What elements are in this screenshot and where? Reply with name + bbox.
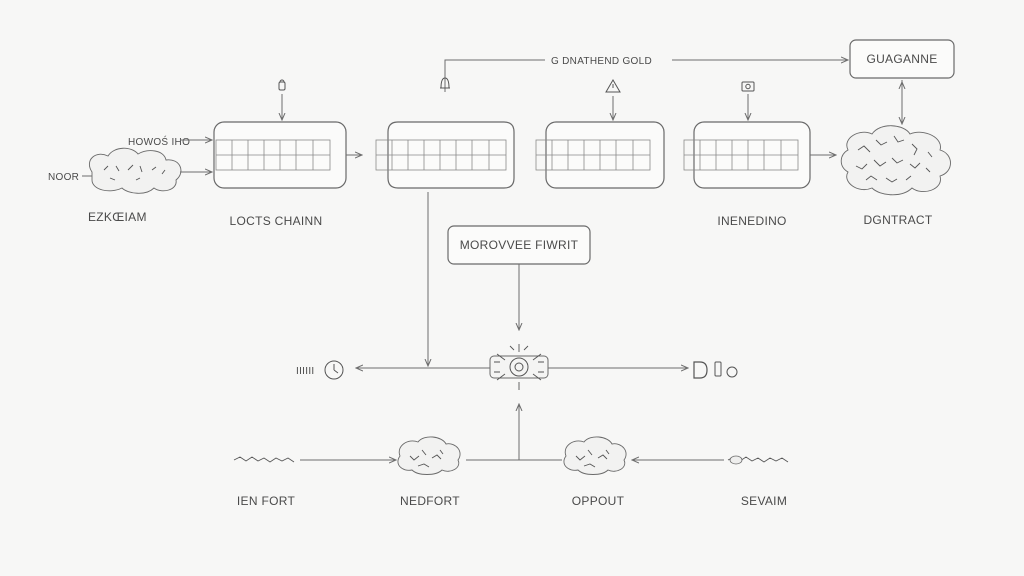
bottom-node-4 — [727, 455, 789, 465]
chain1-label: LOCTS CHAINN — [230, 214, 323, 228]
clock-icon — [324, 360, 344, 380]
bottom-node-3[interactable] — [563, 436, 627, 475]
chain-block-4[interactable] — [683, 121, 811, 189]
bottom-node-1 — [233, 456, 295, 463]
device-icon — [693, 361, 738, 379]
gear-icon[interactable] — [489, 344, 549, 390]
left-bottom-label: EZKŒIAM — [88, 210, 147, 224]
left-mid-label: NOOR — [48, 172, 79, 183]
center-box-label: MOROVVEE FIWRIT — [460, 238, 579, 252]
bottom-label-2: NEDFORT — [400, 494, 460, 508]
left-top-label: HOWOŚ IHO — [128, 135, 190, 148]
top-line-label: G DNATHEND GOLD — [551, 56, 652, 67]
bottom-label-3: OPPOUT — [572, 494, 625, 508]
bell-icon — [440, 77, 450, 89]
left-source-cloud — [88, 147, 182, 194]
bottom-node-2[interactable] — [397, 436, 461, 475]
warning-icon — [605, 79, 621, 93]
bottom-label-1: IEN FORT — [237, 494, 296, 508]
right-cluster-label: DGNTRACT — [863, 213, 932, 227]
camera-icon — [741, 81, 755, 92]
right-cluster — [840, 125, 951, 196]
lock-icon — [278, 79, 286, 91]
chain-block-2[interactable] — [375, 121, 515, 189]
chain-block-1[interactable] — [213, 121, 347, 189]
top-feedback-line: G DNATHEND GOLD — [444, 56, 848, 92]
top-right-box[interactable]: GUAGANNE — [849, 39, 955, 79]
chain-block-3[interactable] — [535, 121, 665, 189]
hub-left-label: IIIIII — [296, 366, 314, 377]
top-right-box-label: GUAGANNE — [866, 52, 937, 66]
center-box[interactable]: MOROVVEE FIWRIT — [447, 225, 591, 265]
chain4-label: INENEDINO — [717, 214, 786, 228]
bottom-label-4: SEVAIM — [741, 494, 787, 508]
